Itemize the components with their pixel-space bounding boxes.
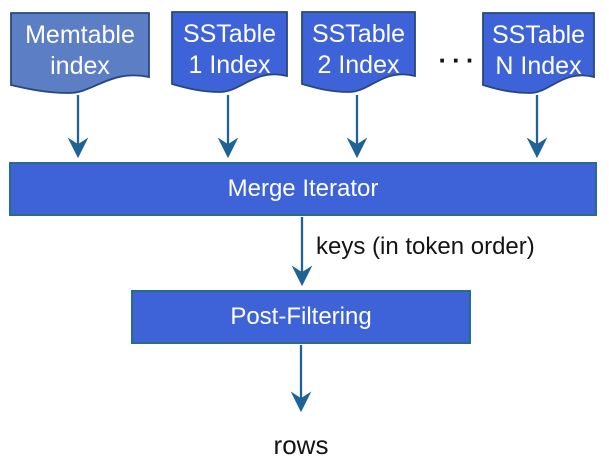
sstable-n-index-doc-shape bbox=[482, 12, 595, 94]
post-filtering-box bbox=[131, 290, 471, 344]
memtable-index-doc-shape bbox=[10, 12, 150, 94]
merge-iterator-box bbox=[9, 162, 597, 216]
sstable-2-index-doc-shape bbox=[301, 11, 416, 93]
sstable-1-index-doc-shape bbox=[171, 11, 288, 93]
